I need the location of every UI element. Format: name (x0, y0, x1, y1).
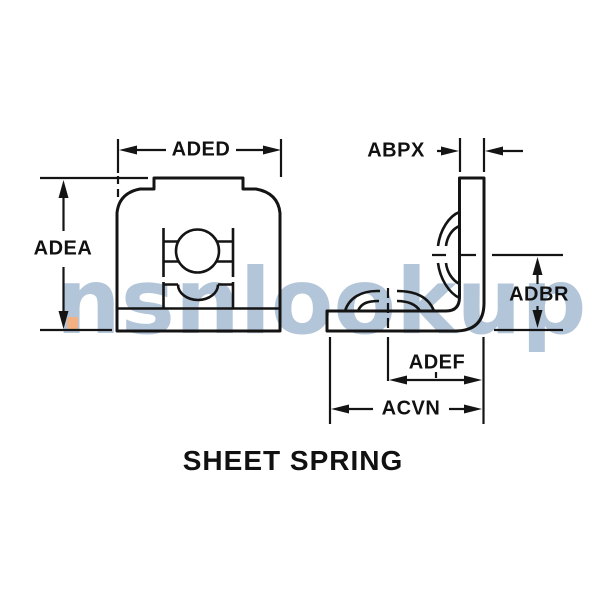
dim-label-aded: ADED (171, 138, 231, 161)
dim-label-adea: ADEA (33, 237, 93, 260)
side-view-upper-loop-inner-top (444, 224, 461, 247)
abpx-ext-lines (458, 138, 486, 172)
side-view-lower-loop-inner-right (396, 299, 422, 312)
front-view-strap-lines (163, 240, 233, 263)
front-view-outline (115, 176, 282, 333)
side-view-upper-loop-inner-bottom (444, 262, 461, 286)
dim-label-adef: ADEF (408, 351, 466, 374)
watermark-accent-mark (67, 317, 78, 329)
dim-label-acvn: ACVN (381, 397, 441, 420)
drawing-title: SHEET SPRING (182, 445, 404, 476)
adea-arrow-up (58, 180, 69, 198)
dim-label-adbr: ADBR (509, 283, 569, 306)
adea-arrow-down (58, 311, 69, 329)
aded-arrow-left (119, 145, 137, 155)
abpx-arrow-right (485, 146, 503, 156)
adef-arrow-left (389, 375, 407, 385)
side-view-lower-loop-outer-right (396, 289, 436, 312)
acvn-arrow-right (464, 404, 482, 414)
side-view (325, 176, 486, 333)
front-view-lower-strap (162, 282, 235, 309)
aded-arrow-right (263, 145, 281, 155)
acvn-arrow-left (331, 404, 349, 414)
dimensions (40, 138, 563, 424)
front-view-lower-arc (176, 284, 220, 302)
adef-arrow-right (464, 375, 482, 385)
side-view-lower-loop-inner-left (356, 299, 380, 312)
dim-label-abpx: ABPX (367, 139, 425, 162)
front-view (115, 176, 282, 333)
adbr-arrow-down (532, 310, 543, 328)
watermark-text: nsnlookup (56, 250, 587, 355)
front-view-tube-circle (174, 228, 221, 274)
adbr-arrow-up (532, 257, 543, 275)
side-view-upper-loop-outer-bottom (436, 262, 461, 300)
side-view-outline (325, 176, 486, 333)
side-view-lower-loop-outer-left (343, 289, 380, 312)
side-view-upper-loop-outer-top (436, 210, 461, 247)
front-view-strap-edges (162, 228, 235, 277)
abpx-arrow-left (441, 146, 459, 156)
